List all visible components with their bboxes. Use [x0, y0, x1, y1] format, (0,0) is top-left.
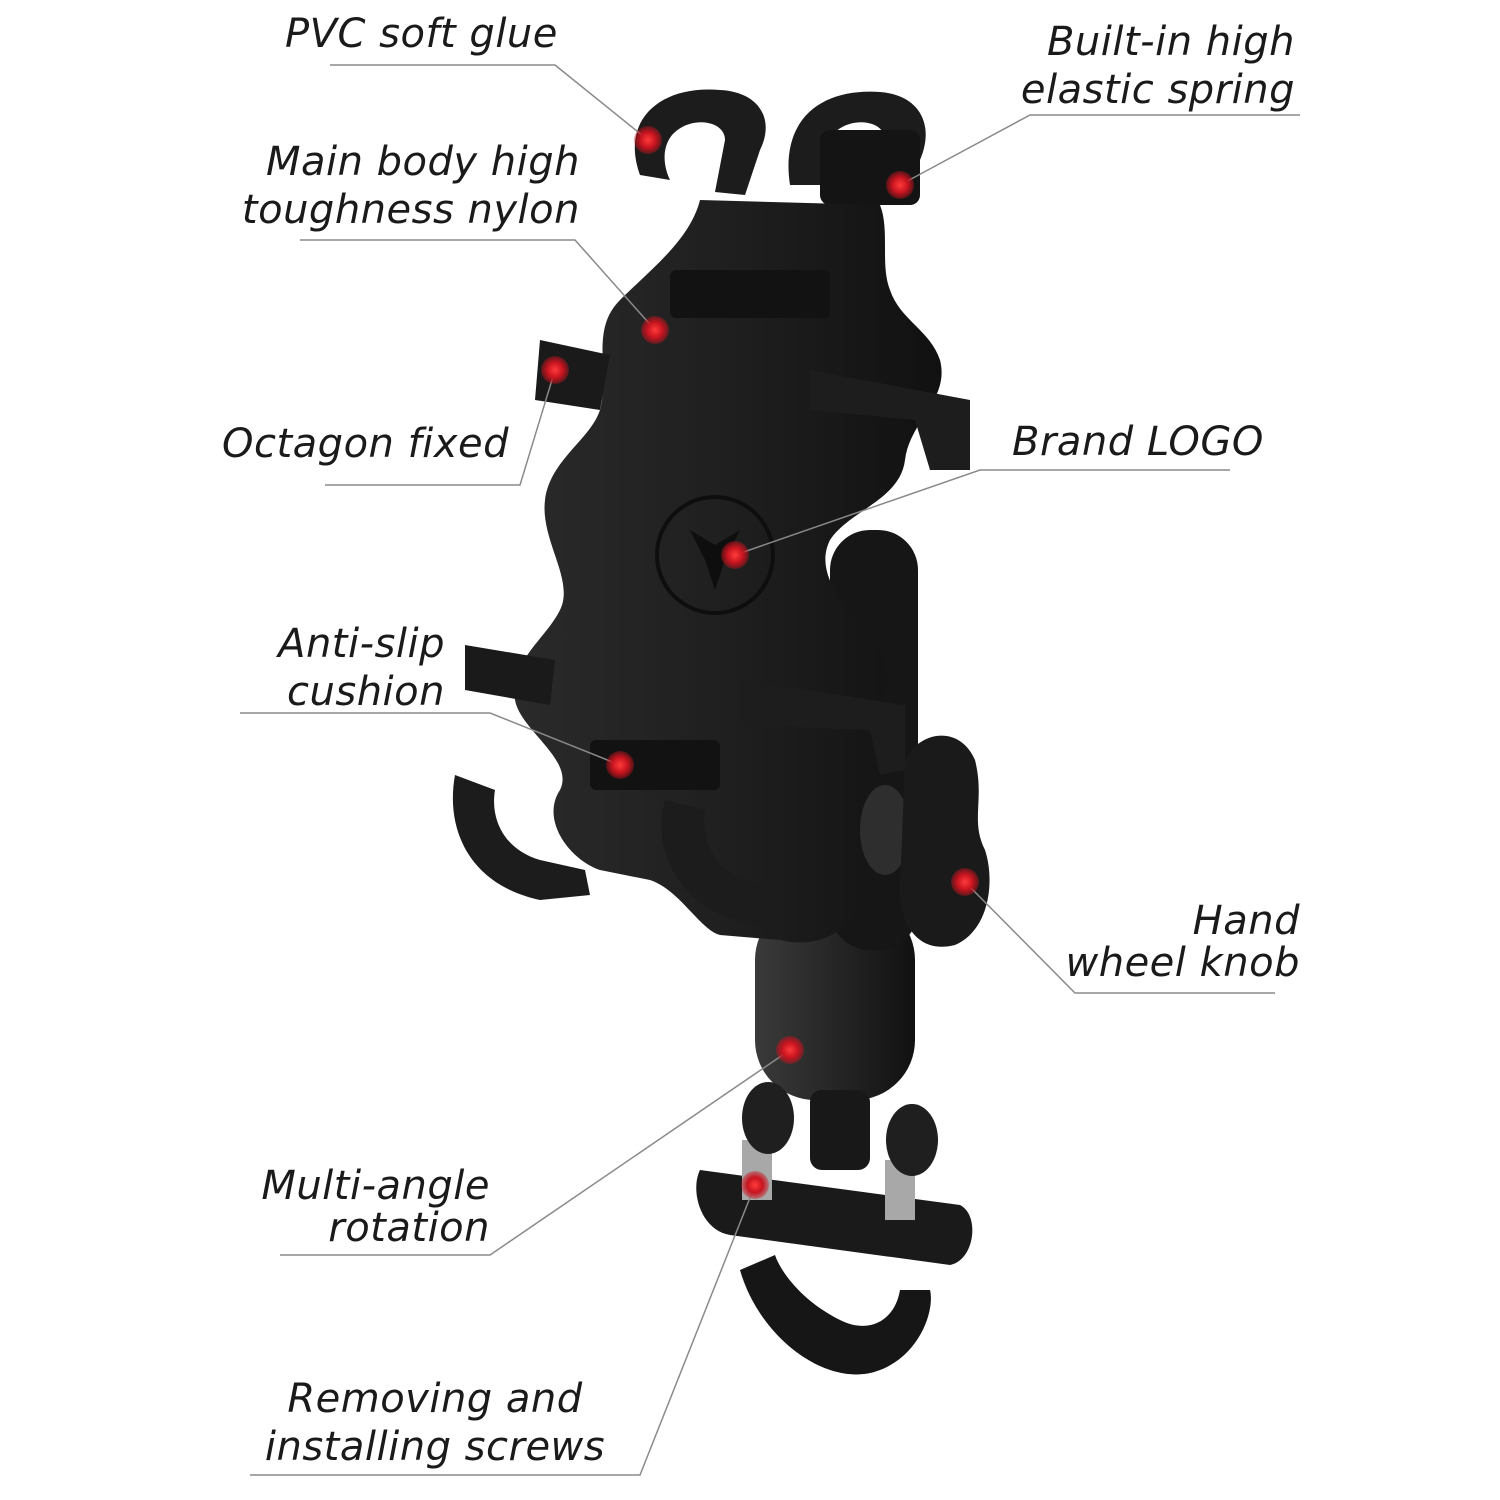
- marker-screws: [741, 1171, 769, 1199]
- marker-spring: [886, 171, 914, 199]
- upper-cushion-pad: [670, 270, 830, 318]
- label-multi-angle-rotation: Multi-angle rotation: [261, 1163, 490, 1251]
- leader-nylon: [300, 239, 656, 331]
- label-anti-slip-cushion: Anti-slip cushion: [278, 621, 445, 715]
- leader-lines: [240, 64, 1300, 1476]
- label-nylon-body: Main body high toughness nylon: [241, 139, 580, 233]
- leader-spring: [899, 114, 1300, 186]
- marker-rotation: [776, 1036, 804, 1064]
- marker-pvc: [634, 126, 662, 154]
- marker-nylon: [641, 316, 669, 344]
- label-octagon-fixed: Octagon fixed: [222, 421, 509, 467]
- feature-markers: [541, 126, 979, 1199]
- leader-logo: [734, 469, 1230, 556]
- leader-screws: [250, 1184, 756, 1476]
- leader-antislip: [240, 712, 621, 766]
- label-removing-screws: Removing and installing screws: [264, 1376, 606, 1470]
- leader-rotation: [280, 1049, 791, 1256]
- label-elastic-spring: Built-in high elastic spring: [1020, 19, 1295, 113]
- marker-knob: [951, 868, 979, 896]
- leader-knob: [964, 881, 1275, 994]
- marker-antislip: [606, 751, 634, 779]
- label-pvc-soft-glue: PVC soft glue: [285, 11, 558, 57]
- marker-octagon: [541, 356, 569, 384]
- top-hooks: [634, 89, 926, 205]
- leader-pvc: [330, 64, 649, 141]
- bottom-hooks: [452, 775, 780, 925]
- label-hand-wheel-knob: Hand wheel knob: [1065, 898, 1300, 986]
- leader-octagon: [325, 369, 556, 486]
- label-brand-logo: Brand LOGO: [1012, 419, 1264, 465]
- marker-logo: [721, 541, 749, 569]
